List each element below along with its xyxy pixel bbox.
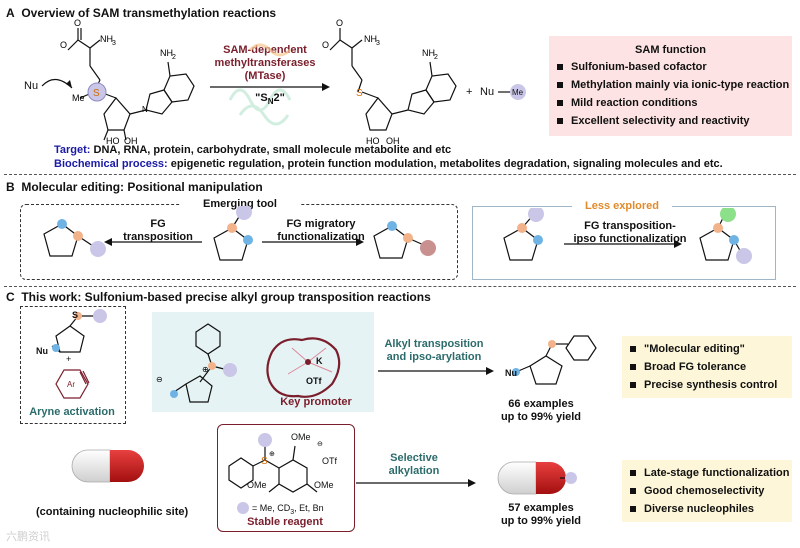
- feature-item: Late-stage functionalization: [630, 464, 792, 482]
- svg-text:3: 3: [112, 40, 116, 47]
- svg-text:O: O: [336, 18, 343, 28]
- sulfonium-crown-ether: ⊕ ⊖: [156, 323, 341, 403]
- ome-right: OMe: [314, 480, 334, 490]
- feature-item: Diverse nucleophiles: [630, 500, 792, 518]
- separator-ab: [4, 174, 796, 175]
- selective-alkylation-label: Selective alkylation: [388, 452, 440, 477]
- otf-label-1: OTf: [306, 376, 322, 386]
- arrow-transposition: [378, 367, 494, 375]
- nu-label-aryne: Nu: [36, 346, 48, 356]
- section-c-title: C This work: Sulfonium-based precise alk…: [6, 290, 431, 304]
- fg-migratory-label: FG migratory functionalization: [277, 218, 365, 243]
- sam-structure: S O O NH 3 Me HO OH NH 2 N: [41, 18, 195, 146]
- sam-function-box: SAM function Sulfonium-based cofactor Me…: [549, 36, 792, 136]
- emerging-tool-label: Emerging tool: [180, 198, 300, 210]
- svg-text:S: S: [356, 88, 363, 99]
- k-label: K: [316, 356, 323, 366]
- sn2-label: "SN2": [255, 92, 285, 107]
- svg-text:HO: HO: [106, 136, 120, 146]
- feature-item: Good chemoselectivity: [630, 482, 792, 500]
- svg-text:3: 3: [376, 40, 380, 47]
- aryne-scheme: [51, 309, 107, 399]
- sam-function-item: Sulfonium-based cofactor: [557, 58, 792, 76]
- sam-function-list: Sulfonium-based cofactor Methylation mai…: [557, 58, 792, 130]
- svg-text:⊕: ⊕: [269, 451, 275, 458]
- alkylated-capsule-icon: [497, 461, 577, 495]
- fg-transposition-label: FG transposition: [123, 218, 193, 243]
- nucleophilic-site-label: (containing nucleophilic site): [36, 506, 189, 518]
- otf-label-2: OTf: [322, 456, 337, 466]
- mtase-protein-illustration: [210, 43, 330, 126]
- section-a-title: A Overview of SAM transmethylation react…: [6, 6, 277, 20]
- section-b-title: B Molecular editing: Positional manipula…: [6, 180, 263, 194]
- nu-label-a: Nu: [24, 80, 39, 92]
- aryne-activation-box: [20, 306, 126, 424]
- svg-text:OH: OH: [386, 136, 400, 146]
- separator-bc: [4, 286, 796, 287]
- feature-item: "Molecular editing": [630, 340, 792, 358]
- feature-item: Precise synthesis control: [630, 376, 792, 394]
- svg-text:Me: Me: [72, 93, 85, 103]
- fg-editing-schemes: [43, 206, 436, 261]
- top-features-list: "Molecular editing" Broad FG tolerance P…: [630, 340, 792, 394]
- svg-text:⊖: ⊖: [317, 441, 323, 448]
- sulfonium-reagent: S ⊕ ⊖: [228, 433, 323, 514]
- yield-57: 57 examples up to 99% yield: [500, 502, 582, 527]
- svg-text:O: O: [322, 40, 329, 50]
- svg-text:O: O: [74, 18, 81, 28]
- svg-text:S: S: [93, 88, 100, 99]
- aryne-activation-label: Aryne activation: [29, 406, 115, 418]
- less-explored-label: Less explored: [572, 200, 672, 212]
- svg-text:⊖: ⊖: [156, 375, 163, 384]
- alkyl-transposition-label: Alkyl transposition and ipso-arylation: [384, 338, 484, 363]
- svg-text:⊕: ⊕: [202, 365, 209, 374]
- biochem-line: Biochemical process: epigenetic regulati…: [54, 158, 723, 170]
- stable-reagent-box: [217, 424, 355, 532]
- svg-text:2: 2: [172, 54, 176, 61]
- svg-text:O: O: [60, 40, 67, 50]
- ar-label: Ar: [67, 380, 75, 389]
- svg-text:S: S: [261, 456, 268, 467]
- bottom-features-list: Late-stage functionalization Good chemos…: [630, 464, 792, 518]
- svg-text:NH: NH: [160, 48, 173, 58]
- yield-66: 66 examples up to 99% yield: [500, 398, 582, 423]
- arylated-product: [512, 335, 597, 385]
- ipso-scheme: [503, 208, 752, 264]
- nu-product-label: Nu: [480, 86, 495, 98]
- plus-a: +: [466, 86, 473, 98]
- r-group-list: = Me, CD3, Et, Bn: [252, 503, 324, 516]
- s-label-aryne: S: [72, 310, 79, 320]
- nu-label-product: Nu: [505, 368, 517, 378]
- sam-function-item: Methylation mainly via ionic-type reacti…: [557, 76, 792, 94]
- ome-left: OMe: [247, 480, 267, 490]
- stable-reagent-label: Stable reagent: [247, 516, 323, 528]
- enzyme-label: SAM-dependent methyltransferases (MTase): [214, 44, 316, 82]
- svg-text:NH: NH: [422, 48, 435, 58]
- ipso-label: FG transposition- ipso functionalization: [573, 220, 687, 245]
- svg-text:NH: NH: [100, 34, 113, 44]
- me-product-label: Me: [512, 88, 524, 97]
- watermark: 六鹏资讯: [6, 531, 50, 543]
- svg-text:2: 2: [434, 54, 438, 61]
- capsule-icon: [71, 449, 144, 483]
- svg-text:OH: OH: [124, 136, 138, 146]
- sam-function-title: SAM function: [635, 44, 706, 56]
- feature-item: Broad FG tolerance: [630, 358, 792, 376]
- ome-top: OMe: [291, 432, 311, 442]
- top-features-box: "Molecular editing" Broad FG tolerance P…: [622, 336, 792, 398]
- sam-function-item: Mild reaction conditions: [557, 94, 792, 112]
- key-promoter-label: Key promoter: [280, 396, 352, 408]
- sah-structure: S O O NH 3 HO OH NH 2: [322, 18, 457, 146]
- svg-text:HO: HO: [366, 136, 380, 146]
- plus-aryne: +: [66, 354, 72, 364]
- bottom-features-box: Late-stage functionalization Good chemos…: [622, 460, 792, 522]
- target-line: Target: DNA, RNA, protein, carbohydrate,…: [54, 144, 452, 156]
- arrow-alkylation: [356, 479, 476, 487]
- methyl-bond: [498, 84, 526, 100]
- sam-function-item: Excellent selectivity and reactivity: [557, 112, 792, 130]
- svg-text:NH: NH: [364, 34, 377, 44]
- svg-text:N: N: [142, 105, 148, 114]
